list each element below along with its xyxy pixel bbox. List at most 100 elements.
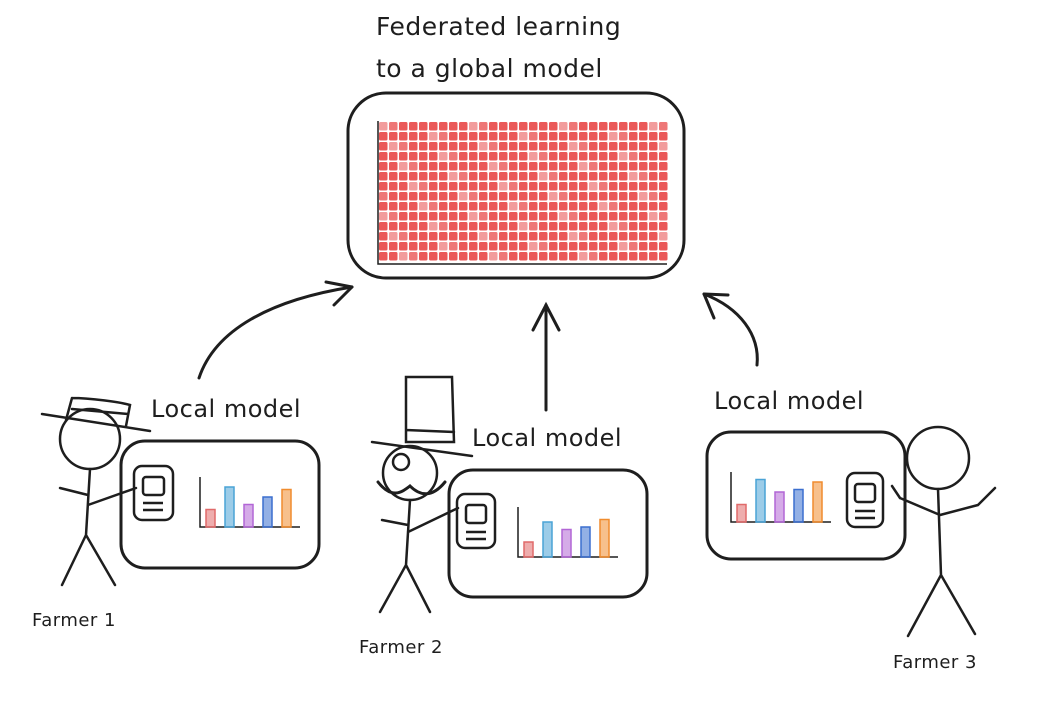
grid-cell <box>429 172 438 181</box>
local-chart-1 <box>199 477 300 528</box>
grid-cell <box>579 222 588 231</box>
grid-cell <box>629 232 638 241</box>
grid-cell <box>599 142 608 151</box>
grid-cell <box>639 232 648 241</box>
grid-cell <box>619 132 628 141</box>
grid-cell <box>439 192 448 201</box>
grid-cell <box>449 152 458 161</box>
grid-cell <box>529 132 538 141</box>
grid-cell <box>479 242 488 251</box>
grid-cell <box>449 202 458 211</box>
grid-cell <box>559 152 568 161</box>
grid-cell <box>559 172 568 181</box>
grid-cell <box>609 122 618 131</box>
grid-cell <box>459 152 468 161</box>
grid-cell <box>569 162 578 171</box>
grid-cell <box>589 182 598 191</box>
grid-cell <box>449 172 458 181</box>
title-line-2: to a global model <box>376 54 603 83</box>
grid-cell <box>489 242 498 251</box>
grid-cell <box>409 222 418 231</box>
grid-cell <box>609 162 618 171</box>
grid-cell <box>559 222 568 231</box>
grid-cell <box>399 132 408 141</box>
grid-cell <box>529 252 538 261</box>
grid-cell <box>539 202 548 211</box>
grid-cell <box>409 152 418 161</box>
grid-cell <box>469 142 478 151</box>
grid-cell <box>419 232 428 241</box>
grid-cell <box>479 192 488 201</box>
local-model-label-2: Local model <box>472 424 623 452</box>
grid-cell <box>639 142 648 151</box>
grid-cell <box>479 132 488 141</box>
grid-cell <box>389 152 398 161</box>
grid-cell <box>439 202 448 211</box>
grid-cell <box>599 212 608 221</box>
grid-cell <box>469 162 478 171</box>
local-chart-2 <box>517 507 618 558</box>
grid-cell <box>489 132 498 141</box>
grid-cell <box>479 222 488 231</box>
grid-cell <box>549 132 558 141</box>
grid-cell <box>429 182 438 191</box>
grid-cell <box>529 192 538 201</box>
grid-cell <box>459 162 468 171</box>
grid-cell <box>399 252 408 261</box>
grid-cell <box>549 212 558 221</box>
grid-cell <box>459 212 468 221</box>
grid-cell <box>569 152 578 161</box>
grid-cell <box>499 192 508 201</box>
grid-cell <box>599 182 608 191</box>
grid-cell <box>529 232 538 241</box>
grid-cell <box>639 132 648 141</box>
grid-cell <box>639 212 648 221</box>
grid-cell <box>439 162 448 171</box>
body-icon <box>378 498 460 614</box>
grid-cell <box>519 242 528 251</box>
grid-cell <box>489 162 498 171</box>
grid-cell <box>659 182 668 191</box>
grid-cell <box>629 192 638 201</box>
grid-cell <box>439 182 448 191</box>
grid-cell <box>519 192 528 201</box>
grid-cell <box>539 252 548 261</box>
grid-cell <box>639 252 648 261</box>
grid-cell <box>399 222 408 231</box>
grid-cell <box>389 242 398 251</box>
grid-cell <box>529 122 538 131</box>
grid-cell <box>649 212 658 221</box>
grid-cell <box>639 122 648 131</box>
grid-cell <box>549 242 558 251</box>
grid-cell <box>529 202 538 211</box>
grid-cell <box>549 172 558 181</box>
grid-cell <box>479 152 488 161</box>
grid-cell <box>569 142 578 151</box>
grid-cell <box>659 152 668 161</box>
farmer-1-figure <box>40 396 152 587</box>
grid-cell <box>609 242 618 251</box>
grid-cell <box>419 252 428 261</box>
arrows <box>197 280 759 412</box>
grid-cell <box>649 242 658 251</box>
grid-cell <box>379 252 388 261</box>
grid-cell <box>539 172 548 181</box>
grid-cell <box>579 122 588 131</box>
grid-cell <box>619 242 628 251</box>
grid-cell <box>589 172 598 181</box>
grid-cell <box>429 192 438 201</box>
grid-cell <box>499 222 508 231</box>
grid-cell <box>599 222 608 231</box>
grid-cell <box>409 232 418 241</box>
grid-cell <box>379 242 388 251</box>
grid-cell <box>649 132 658 141</box>
grid-cell <box>599 242 608 251</box>
grid-cell <box>659 242 668 251</box>
grid-cell <box>489 152 498 161</box>
grid-cell <box>579 192 588 201</box>
grid-cell <box>449 142 458 151</box>
grid-cell <box>529 222 538 231</box>
grid-cell <box>659 162 668 171</box>
arrow-farmer1-head <box>324 280 354 307</box>
local-model-label-1: Local model <box>151 395 302 423</box>
